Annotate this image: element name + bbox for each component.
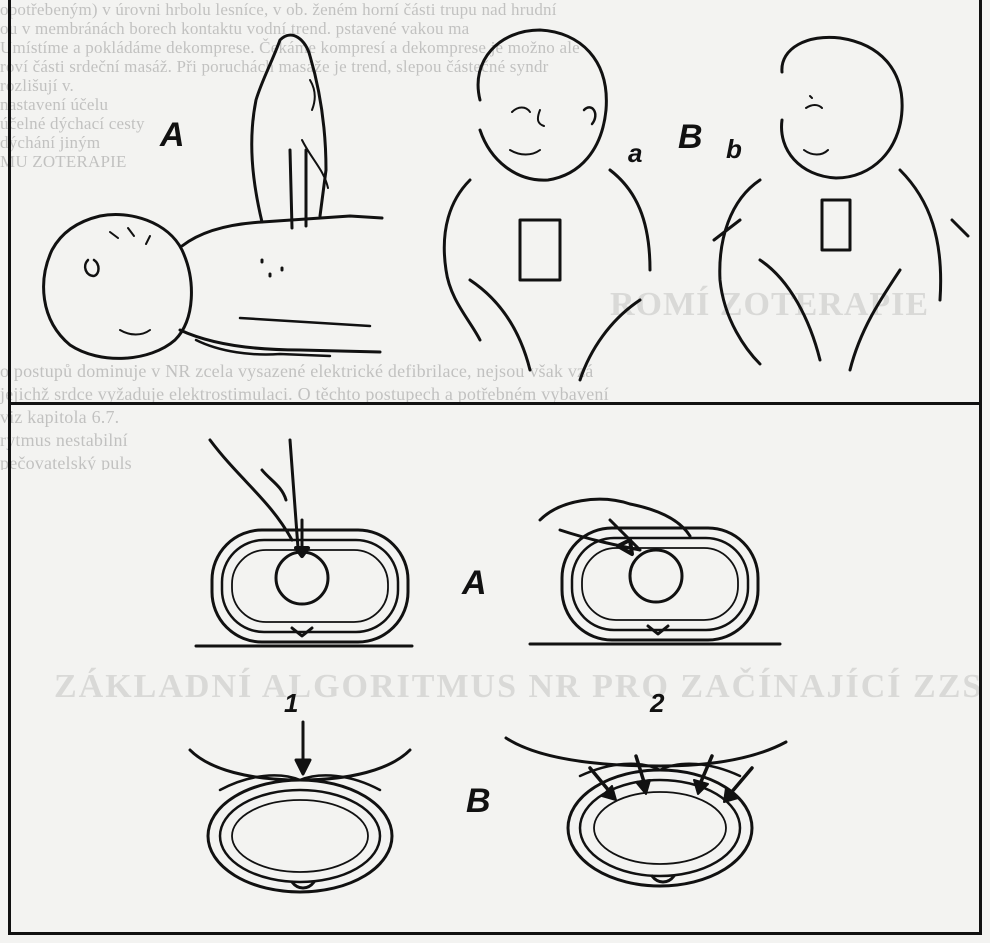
figure-label-panel-a: A [160,118,185,152]
cross-section-finger-compression [196,440,412,646]
infant-ear [85,260,98,276]
figure-label-column-2: 2 [650,690,664,716]
heart-2 [630,550,682,602]
figure-label-sub-b: b [726,136,742,162]
infant-head-b [782,37,903,178]
compression-dots [262,260,282,276]
cross-section-arrows-2 [506,738,786,886]
figure-label-column-1: 1 [284,690,298,716]
infant-face-b [804,96,828,155]
heart [276,552,328,604]
infant-thumb-compression-illustration-a [444,30,650,380]
infant-head-a [478,30,606,180]
rescuer-hand [252,35,326,228]
infant-head [44,214,192,358]
thorax-outer-2 [568,770,752,886]
cross-section-arrow-1 [190,722,410,892]
infant-face [110,228,150,335]
chest-section-outer-2 [506,738,786,766]
thorax-inner [232,800,368,872]
infant-torso [180,216,382,352]
infant-body-a [444,170,650,380]
ribs-top [220,775,380,790]
infant-face-a [510,108,544,155]
compression-arrow-2c-head [694,780,708,794]
compression-arrow-1-head [296,760,310,774]
figure-label-sub-a: a [628,140,642,166]
infant-two-finger-compression-illustration [44,35,382,358]
cross-section-thumb-compression [530,499,780,644]
thorax-outer [208,780,392,892]
infant-body-b [714,170,968,370]
thorax-middle [220,790,380,882]
figure-label-row-b: B [466,784,491,818]
figure-label-panel-b: B [678,120,703,154]
infant-thumb-compression-illustration-b [714,37,968,370]
chest-innermost-wall [232,550,388,622]
thorax-inner-2 [594,792,726,864]
chest-innermost-wall-2 [582,548,738,620]
infant-ear-a [584,107,595,124]
compression-arrow-2b [636,756,644,782]
hand-encircling [540,499,690,550]
figure-label-row-a: A [462,566,487,600]
